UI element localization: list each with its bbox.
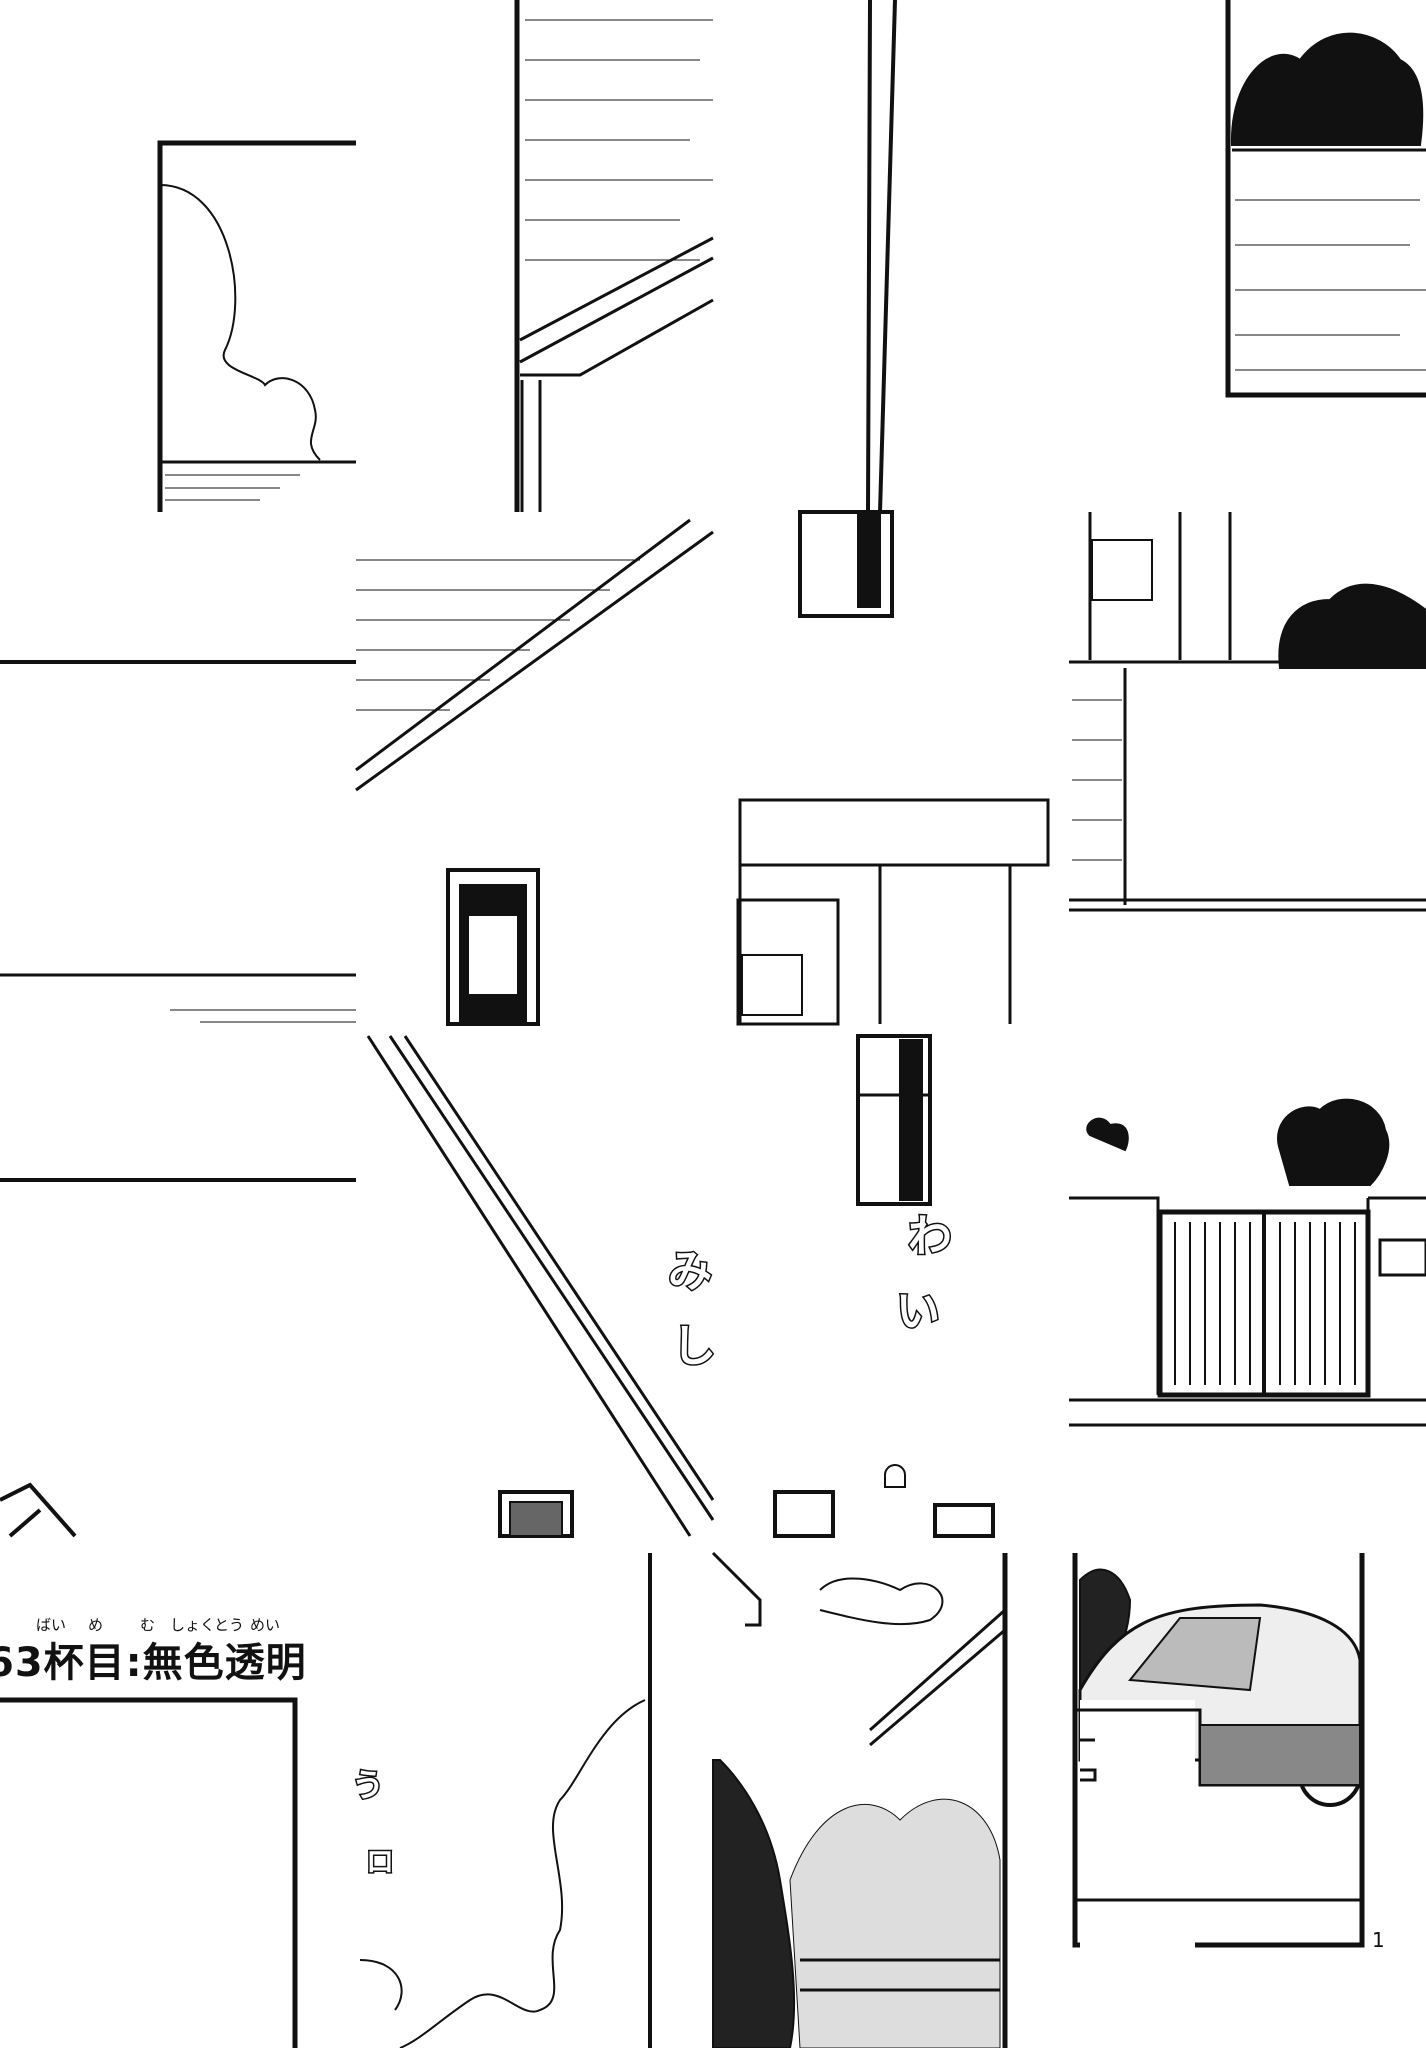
tile-tall-window xyxy=(773,1034,995,1538)
sfx-shi: し xyxy=(671,1320,718,1374)
furigana-mei: めい xyxy=(250,1616,281,1634)
tile-window-canopy xyxy=(736,510,1050,1026)
tile-thin-pole xyxy=(866,0,897,513)
furigana-me: め xyxy=(88,1616,104,1634)
sfx-i: い xyxy=(895,1285,942,1339)
furigana-hai: ばい xyxy=(36,1616,67,1634)
tile-panel-edge xyxy=(0,1178,356,1538)
tile-long-roof xyxy=(366,1035,715,1538)
tile-panel-border xyxy=(0,660,356,1023)
sfx-mi: み xyxy=(667,1245,714,1299)
tile-street-scene xyxy=(711,1551,1008,2048)
chapter-title: 63杯目:無色透明 xyxy=(0,1640,307,1686)
furigana-shoku: しょく xyxy=(170,1616,216,1634)
tile-roof-edge xyxy=(514,0,714,512)
sfx-ro: ロ xyxy=(364,1844,395,1880)
tile-parked-car xyxy=(1072,1553,1365,1960)
furigana-tou: とう xyxy=(214,1616,245,1634)
page-number: 1 xyxy=(1372,1928,1385,1952)
tile-gate xyxy=(1069,1098,1426,1427)
tile-title-frame xyxy=(0,1697,298,2048)
tile-cloud xyxy=(359,1553,652,2048)
tile-wall-tree xyxy=(1069,512,1426,912)
furigana-mu: む xyxy=(140,1616,156,1634)
tile-hedge-wall xyxy=(1225,0,1426,398)
tile-sky-frame xyxy=(157,140,356,512)
tile-diagonal-roof xyxy=(355,518,714,1026)
sfx-wa: わ xyxy=(907,1210,954,1264)
sfx-u: う xyxy=(350,1765,385,1806)
